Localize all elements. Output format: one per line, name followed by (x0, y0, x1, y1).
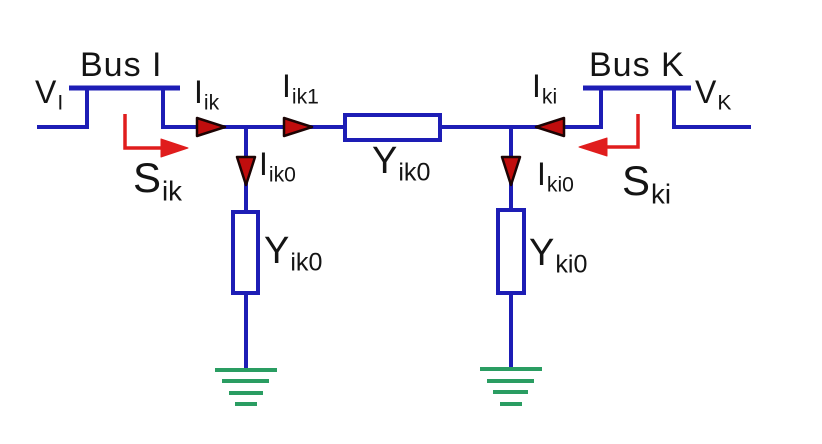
v-k-base: V (695, 74, 717, 110)
v-k-sub: K (717, 91, 732, 115)
power-sik-label: Sik (133, 154, 182, 205)
current-ki0-base: I (537, 156, 546, 192)
series-admittance-label: Yik0 (372, 140, 430, 185)
shunt-admittance-right-label: Yki0 (529, 232, 587, 277)
power-ski-label: Ski (622, 157, 671, 208)
bus-k-label: Bus K (589, 46, 685, 84)
v-i-sub: I (57, 91, 64, 115)
power-sik-sub: ik (162, 175, 183, 207)
current-ik0-label: Iik0 (259, 146, 296, 185)
power-ski-base: S (622, 157, 651, 204)
current-ik0-base: I (259, 146, 268, 182)
shunt-admittance-box-right (496, 208, 526, 295)
power-flow-arrow-sik-icon (123, 114, 189, 158)
shunt-admittance-left-sub: ik0 (290, 248, 323, 277)
power-ski-sub: ki (651, 178, 672, 210)
current-ki-base: I (532, 68, 541, 104)
v-i-base: V (35, 74, 57, 110)
shunt-admittance-right-sub: ki0 (555, 250, 588, 279)
current-ik0-sub: ik0 (268, 163, 296, 187)
series-admittance-base: Y (372, 140, 398, 182)
current-arrow-ik0-icon (235, 155, 257, 187)
current-arrow-ki0-icon (500, 155, 522, 187)
shunt-admittance-left-label: Yik0 (264, 230, 322, 275)
current-ki0-label: Iki0 (537, 156, 574, 195)
current-ik1-base: I (282, 68, 291, 104)
current-arrow-ik-icon (195, 116, 227, 138)
current-arrow-ik1-icon (282, 116, 314, 138)
power-flow-arrow-ski-icon (578, 114, 640, 157)
bus-i-label: Bus I (80, 46, 163, 84)
current-ik-label: Iik (194, 74, 219, 113)
current-ik-sub: ik (203, 91, 220, 115)
series-admittance-box (343, 113, 442, 142)
current-ki0-sub: ki0 (546, 173, 574, 197)
current-arrow-ki-icon (534, 116, 566, 138)
current-ik1-label: Iik1 (282, 68, 319, 107)
shunt-admittance-right-base: Y (529, 232, 555, 274)
current-ik-base: I (194, 74, 203, 110)
current-ik1-sub: ik1 (291, 85, 319, 109)
shunt-admittance-box-left (231, 210, 260, 295)
ground-right-icon (480, 367, 542, 406)
v-k-label: VK (695, 74, 731, 113)
series-admittance-sub: ik0 (398, 158, 431, 187)
current-ki-sub: ki (541, 85, 558, 109)
shunt-admittance-left-base: Y (264, 230, 290, 272)
current-ki-label: Iki (532, 68, 557, 107)
power-sik-base: S (133, 154, 162, 201)
v-i-label: VI (35, 74, 63, 113)
ground-left-icon (215, 368, 277, 406)
